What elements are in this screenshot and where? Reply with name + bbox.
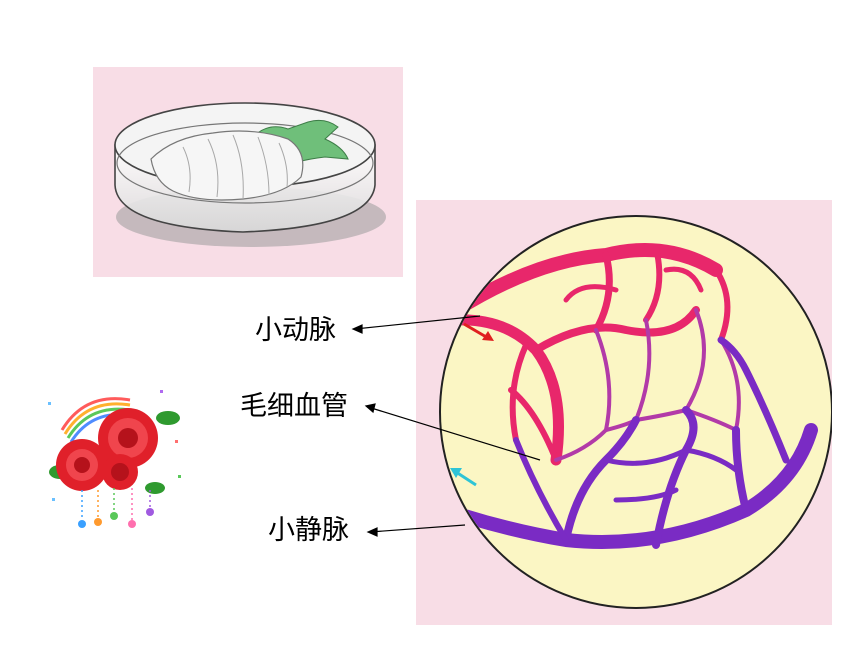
petri-dish-panel <box>93 67 403 277</box>
venule-label: 小静脉 <box>268 515 349 546</box>
arteriole-label: 小动脉 <box>255 315 336 346</box>
petri-dish-with-fish-icon <box>114 102 386 247</box>
capillary-label: 毛细血管 <box>240 391 348 422</box>
microscope-view-panel <box>416 200 833 625</box>
pixel-roses-decoration-icon <box>40 380 190 535</box>
capillary-network-diagram <box>439 215 833 609</box>
venule-flow-arrow-icon <box>450 468 477 487</box>
